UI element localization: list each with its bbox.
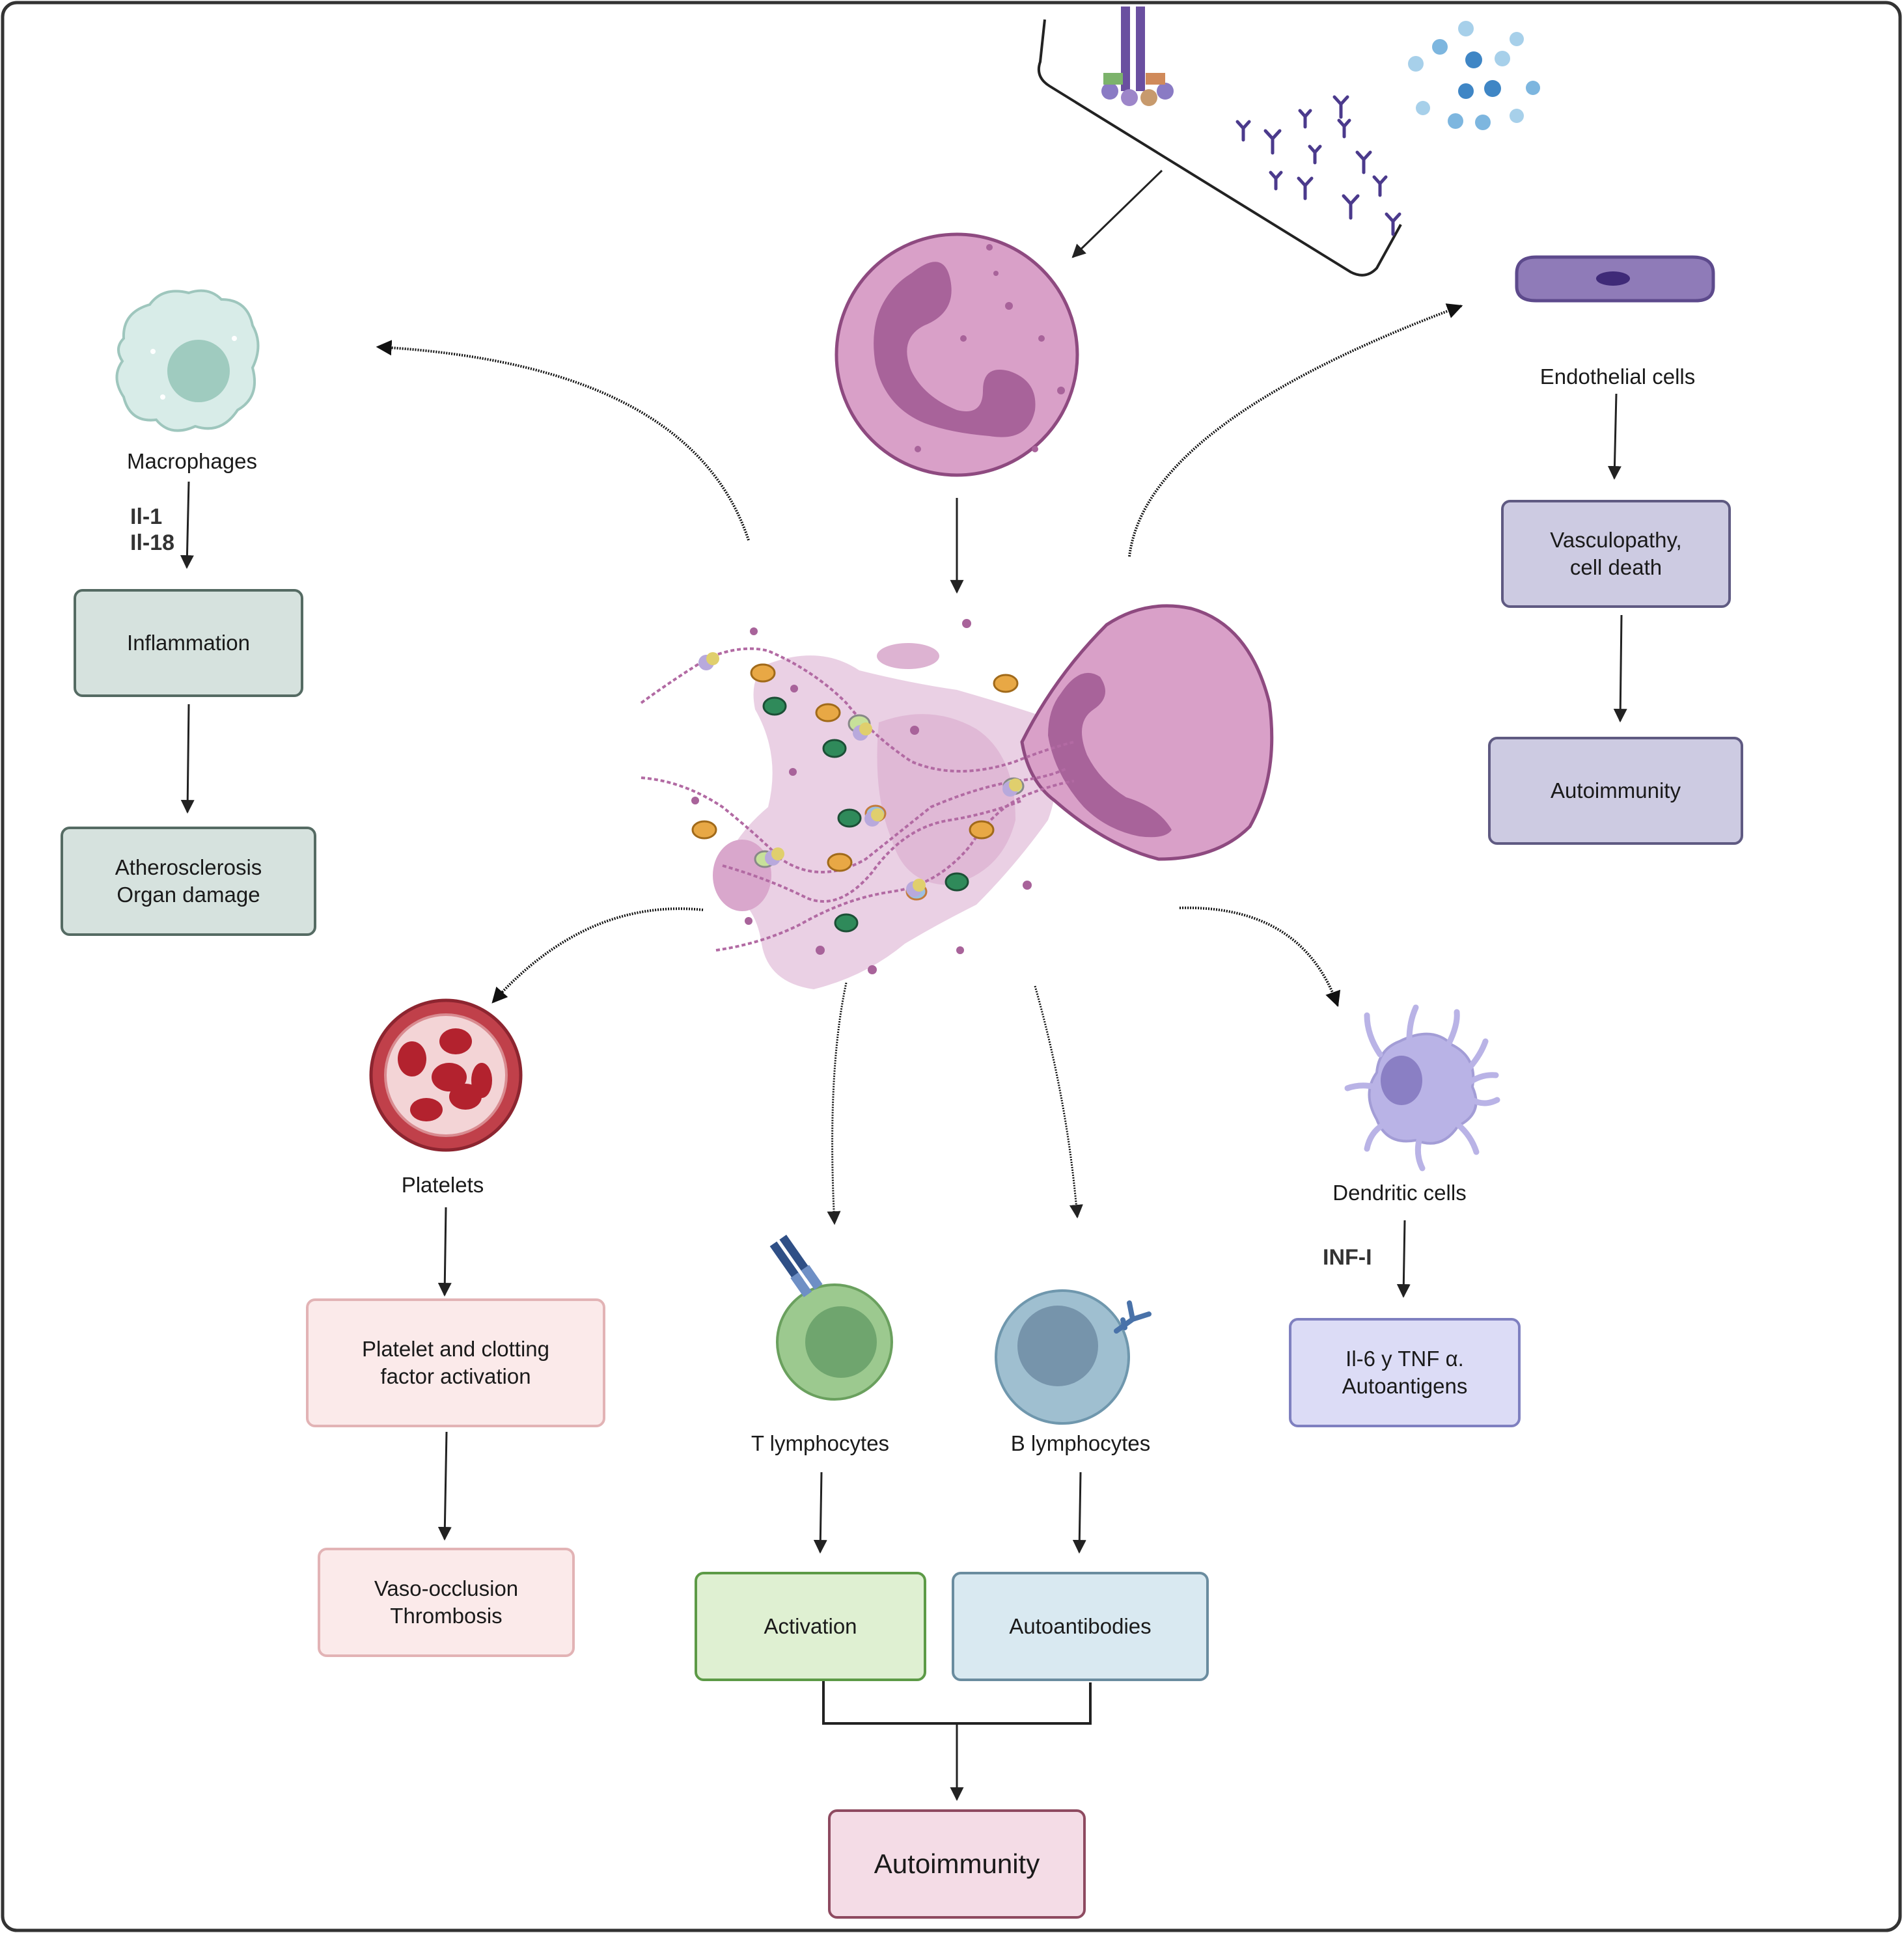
platelets-vessel-icon xyxy=(369,998,523,1152)
platelet-activation-box: Platelet and clotting factor activation xyxy=(306,1298,605,1427)
autoantibodies-box: Autoantibodies xyxy=(952,1572,1209,1681)
arrow-b-lymphocytes-to-autoantibodies xyxy=(1072,1472,1086,1554)
arrow-net-to-endothelial xyxy=(1128,303,1463,557)
arrow-macrophage-to-inflammation xyxy=(180,481,194,569)
atherosclerosis-box: Atherosclerosis Organ damage xyxy=(61,827,316,936)
macrophages-label: Macrophages xyxy=(127,449,257,473)
vasculopathy-box: Vasculopathy, cell death xyxy=(1501,500,1731,608)
platelets-label: Platelets xyxy=(401,1173,484,1197)
dendritic-cells-label: Dendritic cells xyxy=(1332,1181,1467,1205)
t-lymphocytes-label: T lymphocytes xyxy=(751,1431,890,1455)
arrow-t-lymphocytes-to-activation xyxy=(813,1472,827,1554)
il6-tnf-box: Il-6 y TNF α. Autoantigens xyxy=(1289,1318,1521,1427)
arrow-endothelial-to-vasculopathy xyxy=(1607,393,1621,480)
receptor-icon xyxy=(1101,7,1174,106)
net-structure-icon xyxy=(640,604,1274,989)
endothelial-cells-label: Endothelial cells xyxy=(1539,364,1696,389)
dendritic-cell-icon xyxy=(1344,1004,1500,1172)
t-lymphocyte-icon xyxy=(769,1235,893,1401)
il1-il18-label: Il-1 Il-18 xyxy=(130,504,175,555)
endothelial-cell-icon xyxy=(1515,255,1715,303)
autoimmunity-endothelial-box: Autoimmunity xyxy=(1488,737,1743,845)
arrow-net-to-t-lymphocytes xyxy=(827,982,848,1226)
antibody-icons xyxy=(1235,95,1401,236)
neutrophil-icon xyxy=(835,232,1079,477)
vaso-occlusion-box: Vaso-occlusion Thrombosis xyxy=(318,1548,575,1657)
arrow-net-to-macrophages xyxy=(376,340,750,541)
arrow-vasculopathy-to-autoimmunity xyxy=(1613,614,1627,723)
arrow-net-to-dendritic xyxy=(1179,906,1341,1008)
immune-complex-dots xyxy=(1408,21,1540,130)
arrow-platelet-activation-to-thrombosis xyxy=(437,1431,452,1541)
arrow-stimuli-to-neutrophil xyxy=(1071,169,1163,258)
arrow-net-to-b-lymphocytes xyxy=(1034,985,1083,1219)
inflammation-box: Inflammation xyxy=(74,589,303,697)
arrow-platelets-to-activation xyxy=(437,1207,452,1297)
b-lymphocyte-icon xyxy=(995,1289,1152,1425)
inf-i-label: INF-I xyxy=(1323,1245,1372,1270)
final-autoimmunity-box: Autoimmunity xyxy=(828,1809,1086,1919)
stimuli-panel xyxy=(1037,7,1540,277)
merge-bracket xyxy=(822,1681,1092,1725)
b-lymphocytes-label: B lymphocytes xyxy=(1010,1431,1151,1455)
arrow-dendritic-to-il6 xyxy=(1396,1220,1411,1298)
activation-box: Activation xyxy=(695,1572,926,1681)
arrow-inflammation-to-atherosclerosis xyxy=(180,704,195,814)
macrophage-icon xyxy=(115,289,260,432)
arrow-net-to-platelets xyxy=(491,907,704,1004)
